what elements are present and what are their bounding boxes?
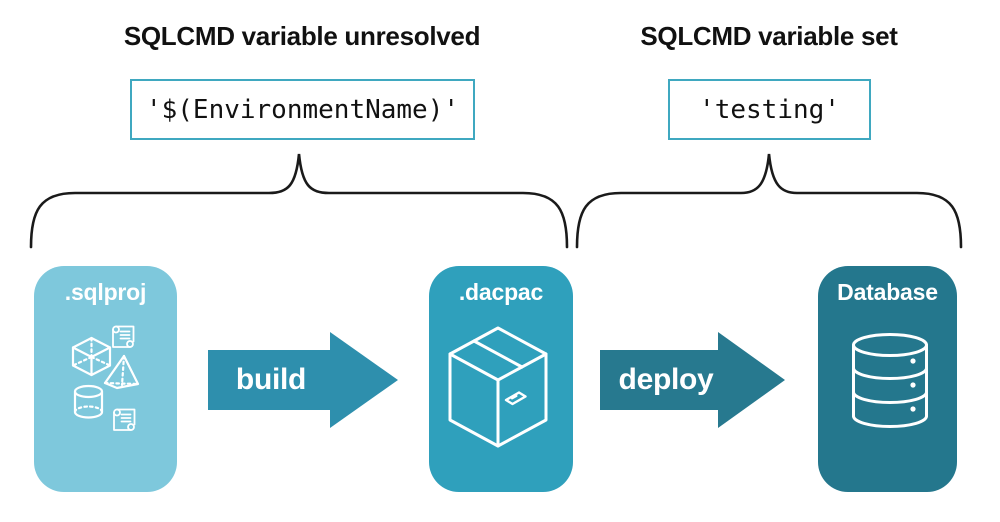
unresolved-variable-value: '$(EnvironmentName)' [145, 94, 460, 125]
package-icon-group [448, 326, 548, 448]
build-arrow-label: build [235, 363, 307, 396]
database-icon-group [852, 333, 928, 428]
unresolved-variable-box: '$(EnvironmentName)' [130, 79, 475, 140]
database-card-label: Database [837, 279, 938, 305]
deploy-arrow-shape [600, 332, 785, 428]
database-card: Database [818, 266, 957, 492]
database-icon [852, 333, 928, 428]
right-brace-path [575, 153, 963, 249]
deploy-arrow-icon [600, 332, 785, 428]
right-heading: SQLCMD variable set [640, 21, 898, 51]
set-variable-box: 'testing' [668, 79, 871, 140]
dacpac-card-label: .dacpac [458, 279, 544, 305]
left-brace-path [29, 153, 569, 249]
build-arrow-icon [208, 332, 398, 428]
set-variable-value: 'testing' [699, 94, 840, 125]
build-arrow-shape [208, 332, 398, 428]
deploy-arrow-label: deploy [618, 363, 714, 396]
right-brace-icon [575, 153, 963, 249]
left-brace-icon [29, 153, 569, 249]
sql-objects-icon-group [71, 325, 140, 431]
left-heading: SQLCMD variable unresolved [123, 21, 481, 51]
sqlproj-card-label: .sqlproj [64, 279, 147, 305]
sqlproj-card: .sqlproj [34, 266, 177, 492]
sql-objects-icon [71, 325, 140, 431]
package-icon [448, 326, 548, 448]
